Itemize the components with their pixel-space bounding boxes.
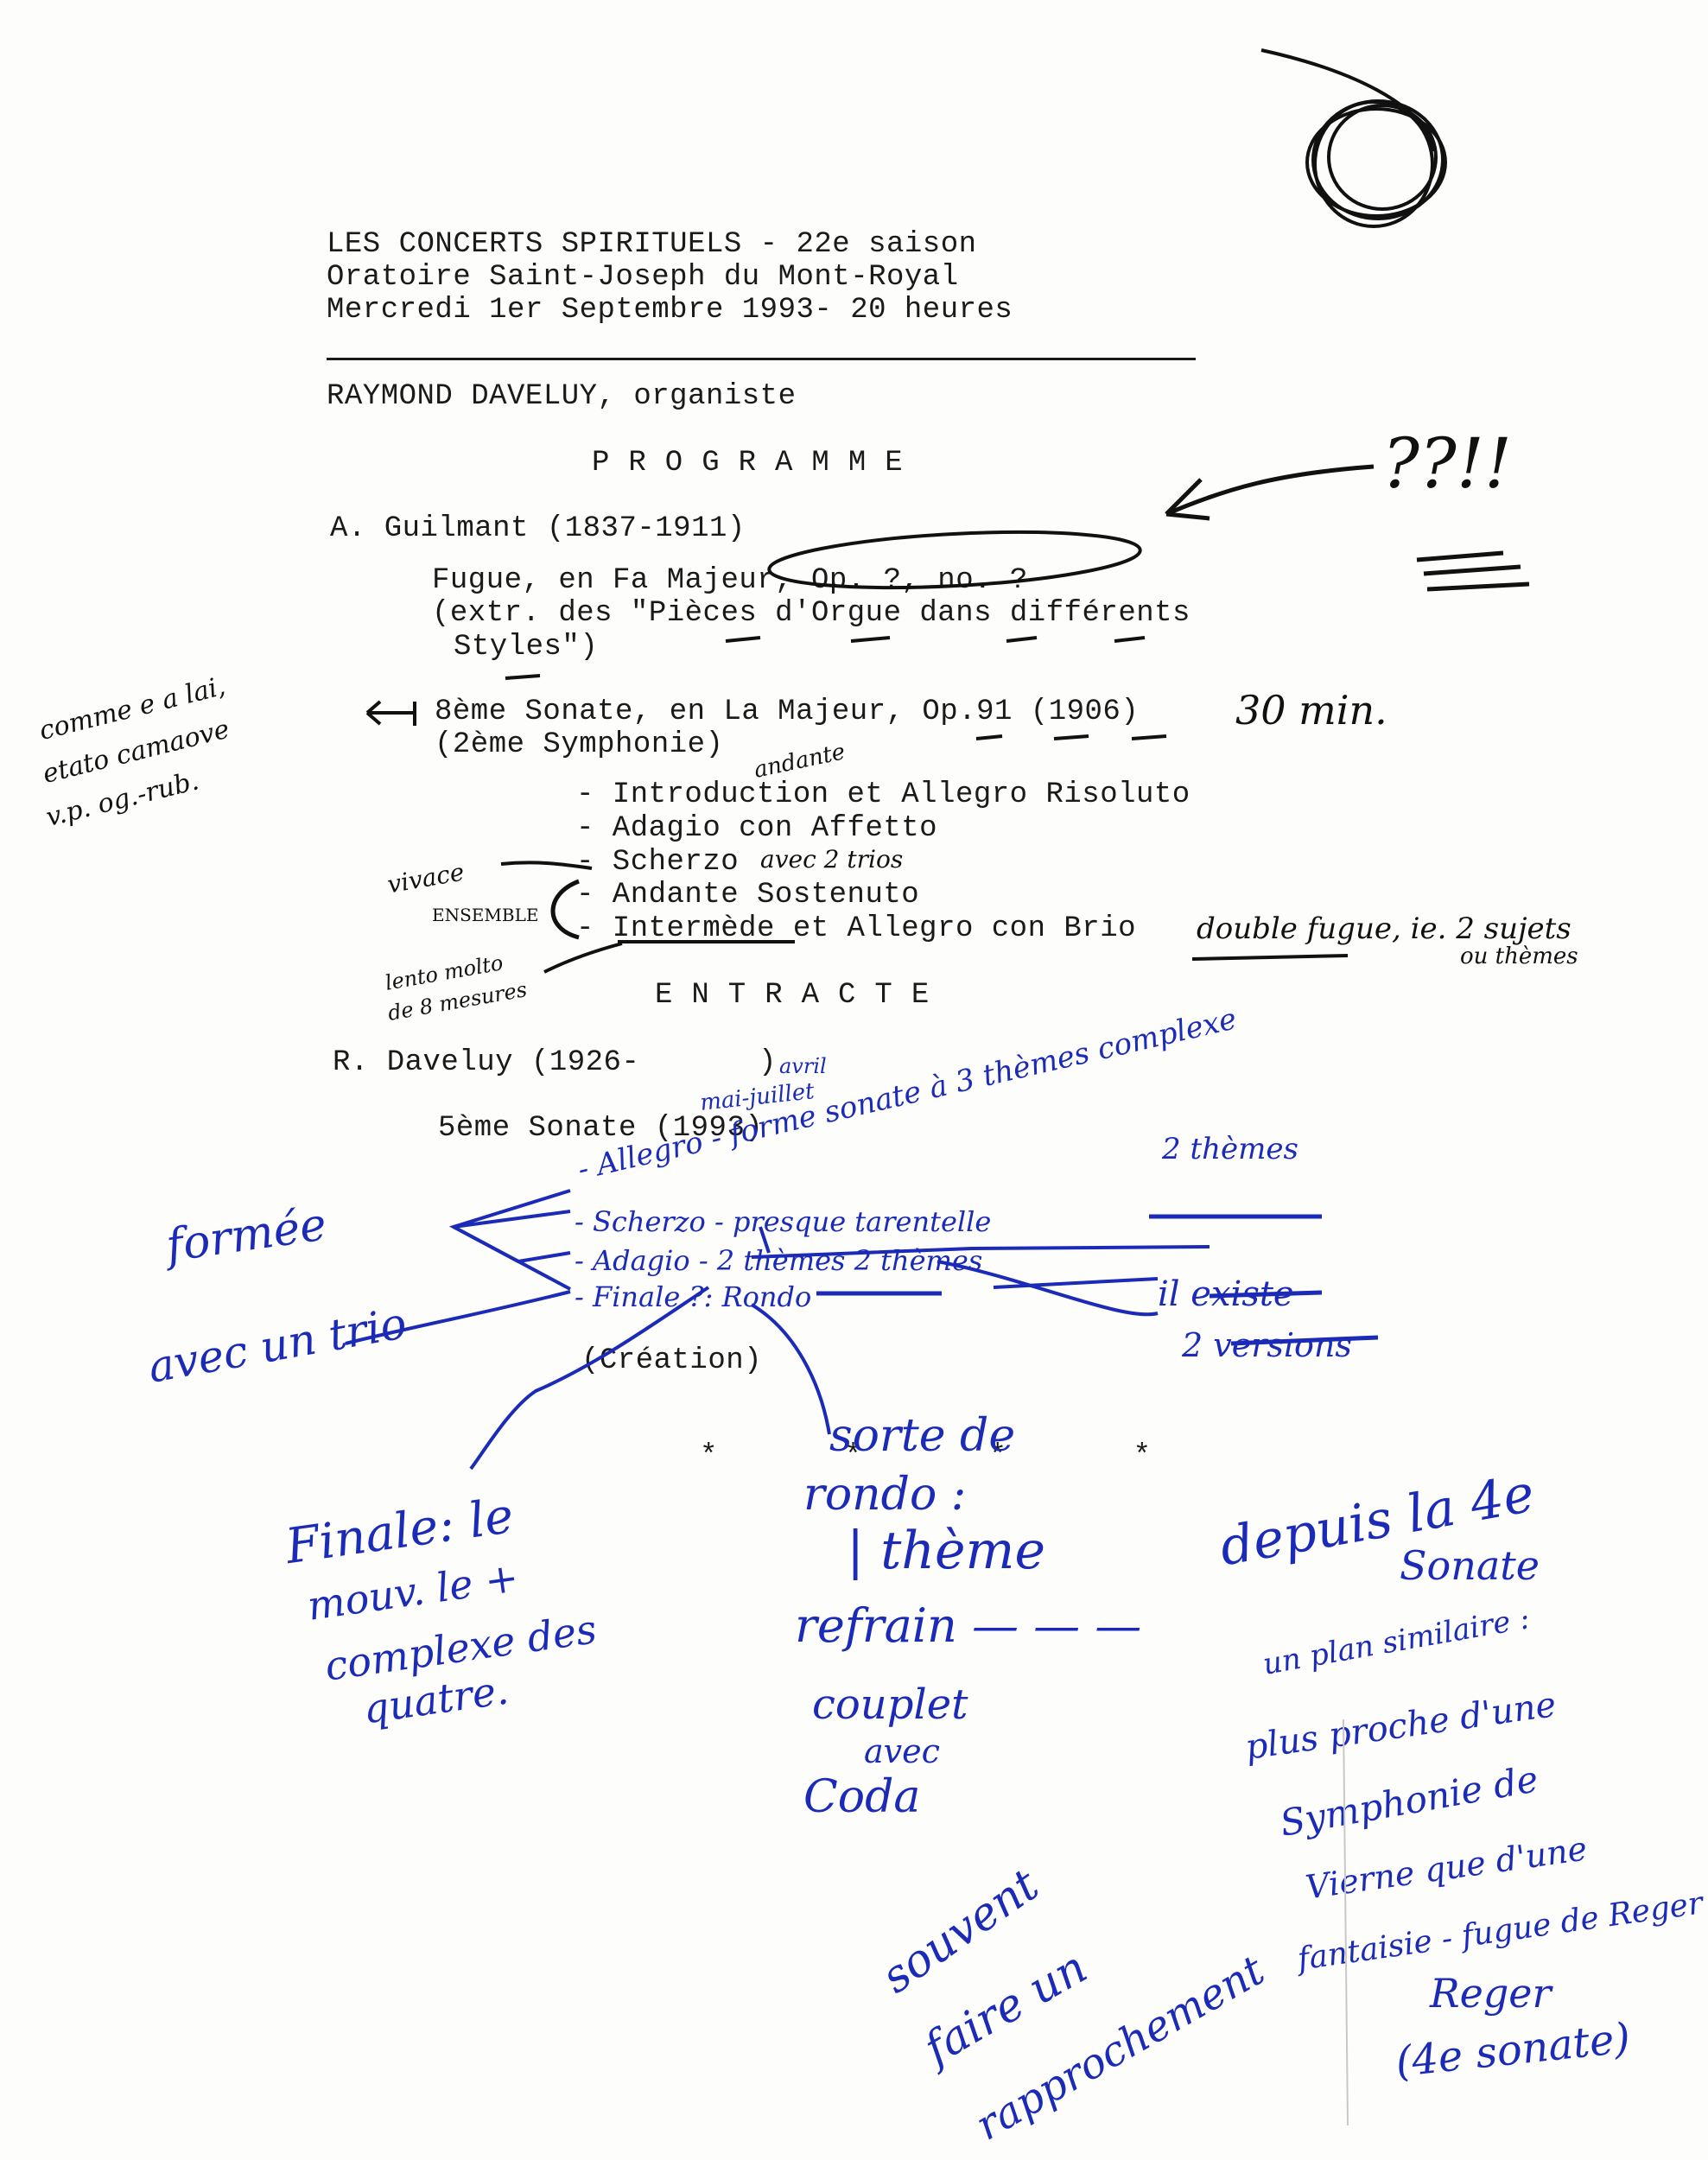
guilmant-fugue-line-3: Styles") — [454, 631, 599, 664]
avril-note: avril — [779, 1054, 827, 1078]
sonata-arrow-icon — [365, 700, 416, 726]
entracte-heading: ENTRACTE — [655, 979, 949, 1012]
daveluy-composer-close: ) — [759, 1046, 777, 1079]
depuis-note-6: Vierne que d'une — [1303, 1829, 1590, 1907]
ensemble-bracket — [550, 879, 580, 940]
double-fugue-underline — [1191, 954, 1349, 961]
movement-item: - Intermède et Allegro con Brio — [576, 912, 1137, 945]
coda-note: Coda — [803, 1771, 921, 1823]
andante-note: andante — [752, 739, 848, 784]
lento-arrow — [543, 942, 623, 974]
movement-item: - Andante Sostenuto — [576, 879, 920, 912]
depuis-note-2: Sonate — [1400, 1542, 1540, 1589]
question-marks: ??!! — [1382, 423, 1513, 504]
depuis-note-9: (4e sonate) — [1393, 2013, 1633, 2087]
header-line-2: Oratoire Saint-Joseph du Mont-Royal — [327, 261, 959, 294]
duration-note: 30 min. — [1235, 687, 1387, 734]
header-divider — [327, 358, 1196, 360]
finale-note: - Finale ?: Rondo — [575, 1280, 812, 1313]
sorte-de-note: sorte de — [829, 1410, 1016, 1462]
formee-note: formée — [162, 1198, 330, 1273]
margin-rule — [1343, 1718, 1349, 2126]
trios-note: avec 2 trios — [760, 845, 904, 874]
header-line-1: LES CONCERTS SPIRITUELS - 22e saison — [327, 228, 977, 261]
theme-note: | thème — [847, 1521, 1045, 1581]
depuis-note-5: Symphonie de — [1277, 1757, 1541, 1845]
guilmant-sonata-line-2: (2ème Symphonie) — [435, 728, 724, 761]
double-fugue-note: double fugue, ie. 2 sujets — [1197, 912, 1571, 946]
guilmant-sonata-line-1: 8ème Sonate, en La Majeur, Op.91 (1906) — [435, 696, 1140, 728]
allegro-note: - Allegro - forme sonate à 3 thèmes comp… — [575, 1001, 1241, 1187]
depuis-note-8: Reger — [1430, 1970, 1552, 2017]
arrow-left-icon — [1165, 464, 1375, 521]
vivace-note: vivace — [384, 857, 467, 899]
movement-item: - Adagio con Affetto — [576, 812, 938, 845]
rondo-note: rondo : — [803, 1469, 967, 1521]
scribbled-circle — [1260, 48, 1447, 228]
creation-label: (Création) — [581, 1344, 763, 1377]
guilmant-composer: A. Guilmant (1837-1911) — [330, 512, 746, 545]
guilmant-fugue-line-2: (extr. des "Pièces d'Orgue dans différen… — [432, 597, 1191, 630]
refrain-note: refrain — — — — [795, 1598, 1142, 1653]
deux-themes-note: 2 thèmes — [1162, 1132, 1298, 1166]
il-existe-note: il existe — [1158, 1274, 1294, 1314]
themes-note: ou thèmes — [1460, 943, 1578, 969]
movement-item: - Scherzo — [576, 846, 740, 879]
ensemble-note: ENSEMBLE — [432, 905, 539, 925]
guilmant-fugue-line-1: Fugue, en Fa Majeur, Op. ?, no. ? — [432, 564, 1028, 597]
couplet-note: couplet — [812, 1680, 968, 1729]
adagio-note: - Adagio - 2 thèmes 2 thèmes — [575, 1244, 983, 1277]
scherzo-note: - Scherzo - presque tarentelle — [575, 1205, 992, 1238]
depuis-note-3: un plan similaire : — [1260, 1601, 1533, 1682]
avec-trio-note: avec un trio — [144, 1298, 410, 1393]
header-line-3: Mercredi 1er Septembre 1993- 20 heures — [327, 294, 1013, 327]
depuis-note-4: plus proche d'une — [1242, 1684, 1559, 1769]
daveluy-sonata: 5ème Sonate (1993) — [438, 1112, 764, 1145]
emphasis-lines — [1416, 550, 1530, 592]
programme-heading: PROGRAMME — [592, 447, 922, 480]
daveluy-composer: R. Daveluy (1926- — [333, 1046, 640, 1079]
deux-versions-note: 2 versions — [1182, 1326, 1352, 1364]
avec-note: avec — [864, 1732, 940, 1770]
performer-line: RAYMOND DAVELUY, organiste — [327, 380, 797, 413]
movement-item: - Introduction et Allegro Risoluto — [576, 778, 1191, 811]
